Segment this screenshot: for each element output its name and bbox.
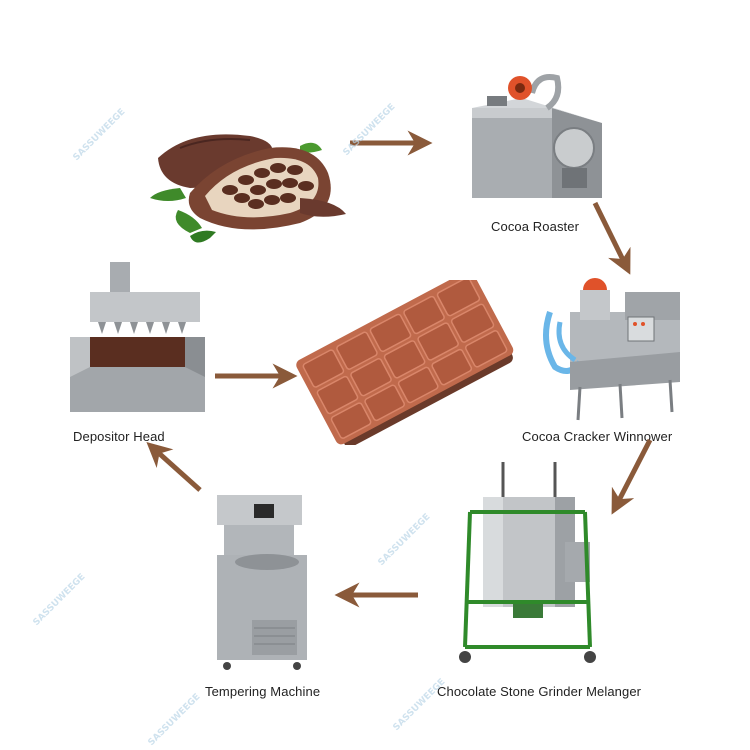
label-cocoa-roaster: Cocoa Roaster (491, 219, 580, 234)
depositor-head-image (70, 262, 205, 412)
cocoa-roaster-image (472, 74, 602, 198)
chocolate-bar-image (296, 280, 514, 445)
arrow-winnower-to-melanger (611, 438, 653, 515)
arrow-tempering-to-depositor (146, 441, 202, 492)
label-cocoa-winnower: Cocoa Cracker Winnower (522, 429, 673, 444)
cocoa-pod-image (150, 134, 346, 243)
cocoa-winnower-image (543, 278, 680, 421)
label-tempering-machine: Tempering Machine (205, 684, 321, 699)
arrow-roaster-to-winnower (592, 201, 631, 275)
label-melanger: Chocolate Stone Grinder Melanger (437, 684, 642, 699)
tempering-machine-image (217, 495, 307, 670)
label-depositor-head: Depositor Head (73, 429, 165, 444)
melanger-image (459, 462, 596, 663)
